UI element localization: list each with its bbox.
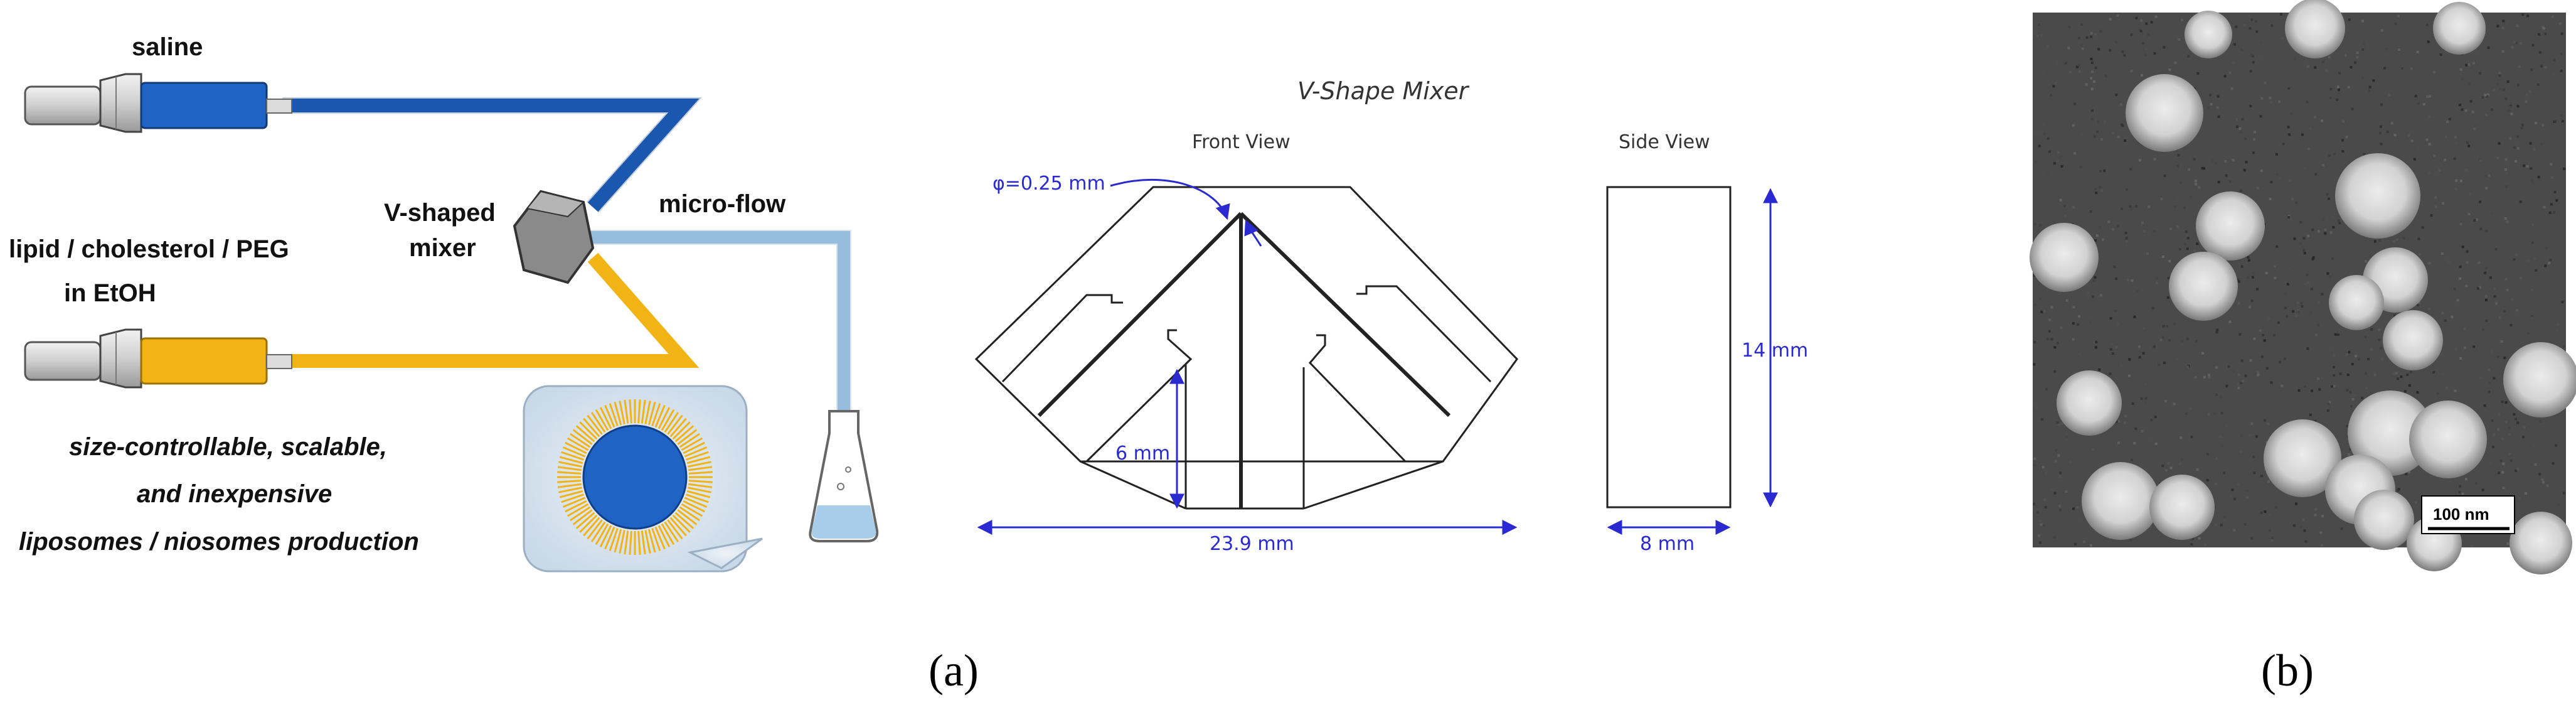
flow-diagram: saline lipid / cholesterol / PEG in EtOH… bbox=[9, 33, 879, 573]
mixer-label-line2: mixer bbox=[409, 234, 476, 262]
microflow-label: micro-flow bbox=[659, 190, 786, 218]
v-shaped-mixer bbox=[513, 190, 595, 284]
tem-micrograph: 100 nm bbox=[2030, 0, 2576, 574]
lipid-tube bbox=[282, 252, 700, 368]
side-view-block bbox=[1606, 186, 1732, 509]
collection-flask bbox=[809, 410, 879, 542]
panel-label-b: (b) bbox=[2261, 645, 2314, 696]
liposome-callout bbox=[523, 385, 763, 573]
lipid-label-line1: lipid / cholesterol / PEG bbox=[9, 235, 289, 263]
saline-tube bbox=[282, 99, 700, 212]
mixer-label-line1: V-shaped bbox=[384, 199, 496, 227]
dim-thickness: 8 mm bbox=[1640, 533, 1695, 555]
caption-line3: liposomes / niosomes production bbox=[19, 528, 419, 556]
caption-line2: and inexpensive bbox=[137, 480, 332, 508]
dim-height: 14 mm bbox=[1742, 340, 1808, 362]
caption-line1: size-controllable, scalable, bbox=[69, 433, 387, 461]
schematic-title: V-Shape Mixer bbox=[1297, 77, 1470, 105]
dim-diameter: φ=0.25 mm bbox=[993, 173, 1105, 195]
dim-width: 23.9 mm bbox=[1210, 533, 1294, 555]
saline-tube-outline bbox=[282, 97, 703, 213]
liposome-shell bbox=[557, 399, 713, 555]
dim-depth: 6 mm bbox=[1115, 443, 1170, 465]
panel-label-a: (a) bbox=[929, 645, 979, 696]
front-view-label: Front View bbox=[1192, 131, 1291, 153]
side-view-label: Side View bbox=[1619, 131, 1710, 153]
scale-bar-label: 100 nm bbox=[2433, 505, 2489, 524]
saline-label: saline bbox=[132, 33, 203, 61]
saline-syringe bbox=[24, 73, 292, 133]
microflow-tube bbox=[583, 231, 850, 413]
liposome-core bbox=[582, 424, 688, 530]
lipid-syringe bbox=[24, 328, 292, 389]
lipid-label-line2: in EtOH bbox=[64, 279, 156, 307]
vesicles bbox=[2030, 0, 2576, 574]
v-shape-schematic: V-Shape Mixer Front View Side View bbox=[974, 77, 1808, 555]
